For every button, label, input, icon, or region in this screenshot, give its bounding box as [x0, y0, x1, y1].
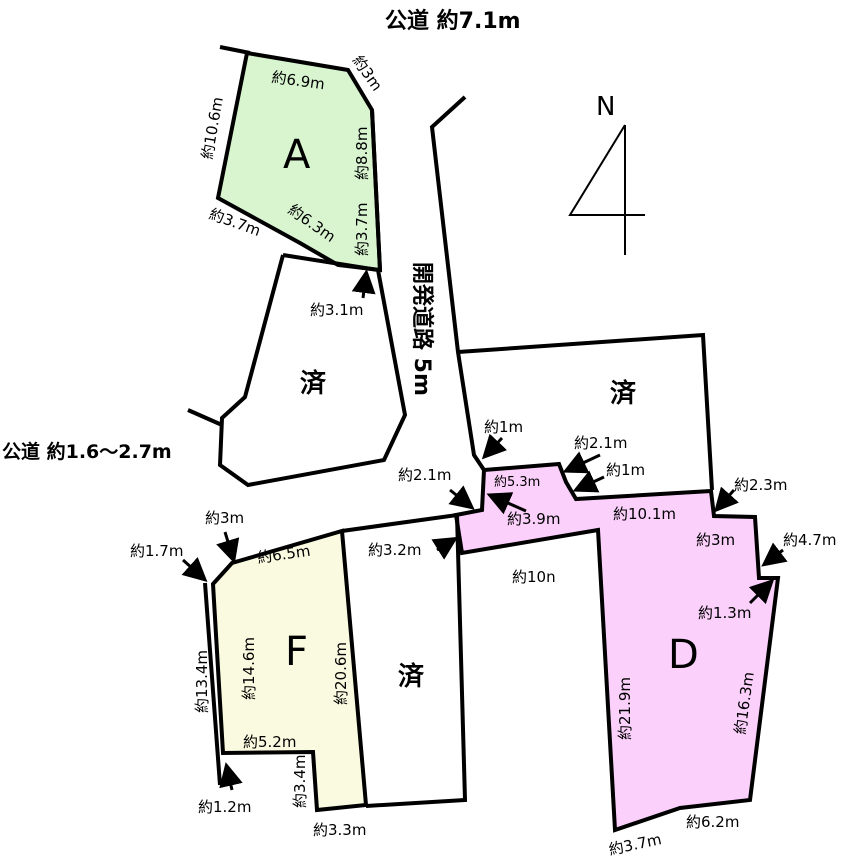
dim-label: 約3.4m [291, 755, 309, 808]
dim-label: 約8.8m [353, 127, 371, 180]
dim-label: 約1.7m [130, 542, 183, 560]
dim-label: 約3m [696, 531, 735, 549]
boundary [187, 408, 223, 427]
road-left-label: 公道 約1.6〜2.7m [2, 440, 172, 463]
lot-f [210, 528, 369, 813]
road-edge [429, 95, 486, 472]
dim-label: 約1.3m [698, 604, 751, 622]
dim-label: 約3.2m [368, 541, 421, 559]
dim-label: 約10n [512, 568, 556, 586]
lot-a-label: A [283, 132, 311, 178]
north-arrow-icon [568, 124, 645, 255]
dim-label: 約5.2m [243, 733, 296, 751]
dim-label: 約3.7m [607, 830, 663, 859]
dev-road-label: 開発道路 5m [409, 262, 435, 396]
sold-lot-middle [341, 512, 468, 808]
sold-label: 済 [610, 378, 637, 409]
lot-d [453, 461, 781, 833]
dim-label: 約20.6m [332, 642, 350, 705]
dim-label: 約13.4m [193, 650, 211, 713]
dim-label: 約3m [205, 509, 244, 527]
dim-label: 約5.3m [494, 475, 540, 490]
dim-label: 約3.1m [310, 301, 363, 319]
dim-label: 約14.6m [240, 637, 258, 700]
dim-label: 約10.6m [198, 96, 227, 161]
dim-label: 約10.1m [613, 505, 676, 523]
dim-label: 約3.9m [507, 510, 560, 528]
dim-label: 約4.7m [783, 531, 836, 549]
dim-label: 約2.1m [398, 466, 451, 484]
dim-label: 約1m [606, 461, 645, 479]
dim-label: 約1m [484, 418, 523, 436]
road-edge [370, 109, 382, 271]
boundary [219, 45, 251, 55]
boundary [203, 582, 222, 786]
north-label: N [596, 92, 615, 122]
lot-d-label: D [668, 632, 699, 678]
dim-label: 約1.2m [198, 798, 251, 816]
sold-lot-west [217, 253, 408, 488]
dim-label: 約2.3m [734, 476, 787, 494]
road-top-label: 公道 約7.1m [385, 8, 521, 34]
sold-label: 済 [300, 368, 327, 399]
sold-label: 済 [398, 661, 425, 692]
lot-f-label: F [285, 629, 308, 675]
dim-label: 約21.9m [616, 677, 634, 740]
dim-label: 約6.2m [686, 813, 739, 831]
dim-label: 約2.1m [574, 434, 627, 452]
dim-label: 約3.7m [353, 203, 371, 256]
dim-label: 約3.3m [313, 821, 366, 839]
sold-lot-east [457, 332, 714, 491]
